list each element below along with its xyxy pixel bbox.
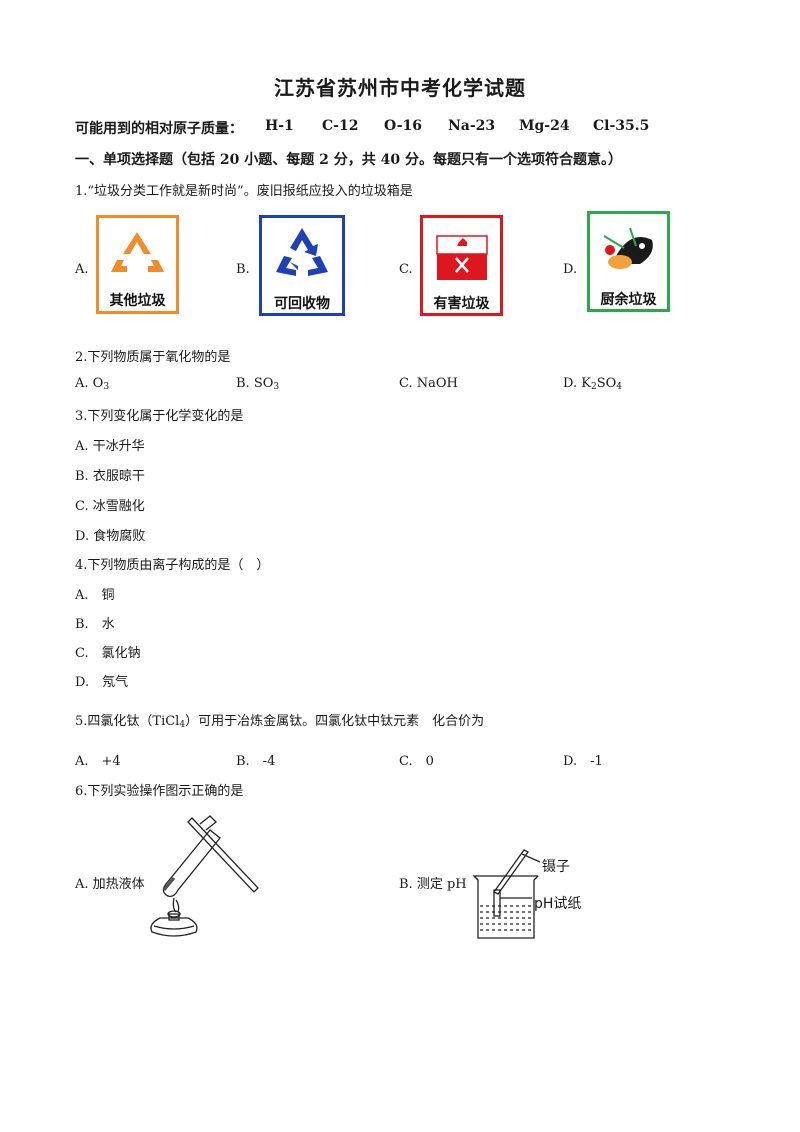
hazard-symbol-icon [436, 235, 488, 280]
q3-option-c[interactable]: C. 冰雪融化 [75, 499, 145, 514]
other-waste-bin-icon[interactable]: 其他垃圾 [96, 215, 179, 314]
q1-option-letter[interactable]: D. [563, 262, 578, 277]
q5-option-b[interactable]: B. -4 [236, 754, 276, 769]
q3-option-b[interactable]: B. 衣服晾干 [75, 469, 145, 484]
bin-label: 可回收物 [274, 296, 330, 312]
tweezers-label: 镊子 [542, 859, 570, 875]
q3-option-d[interactable]: D. 食物腐败 [75, 529, 146, 544]
atomic-mass-item: Cl-35.5 [593, 118, 650, 134]
q6-option-b[interactable]: B. 测定 pH [399, 877, 467, 892]
page-title: 江苏省苏州市中考化学试题 [274, 76, 526, 100]
question-5-text: 5.四氯化钛（TiCl4）可用于冶炼金属钛。四氯化钛中钛元素 化合价为 [75, 714, 485, 730]
atomic-mass-item: O-16 [384, 118, 423, 134]
q1-option-letter[interactable]: A. [75, 262, 89, 277]
q4-option-c[interactable]: C. 氯化钠 [75, 646, 141, 661]
q1-option-letter[interactable]: B. [236, 262, 250, 277]
q2-option-d[interactable]: D. K2SO4 [563, 376, 622, 392]
q5-option-a[interactable]: A. +4 [75, 754, 121, 769]
ph-paper-label: pH试纸 [534, 896, 582, 912]
q1-option-letter[interactable]: C. [399, 262, 413, 277]
q6-option-a[interactable]: A. 加热液体 [75, 877, 145, 892]
atomic-mass-label: 可能用到的相对原子质量： [75, 121, 243, 137]
question-6-text: 6.下列实验操作图示正确的是 [75, 784, 244, 799]
q2-option-a[interactable]: A. O3 [75, 376, 110, 392]
recyclable-bin-icon[interactable]: 可回收物 [259, 215, 345, 316]
kitchen-waste-bin-icon[interactable]: 厨余垃圾 [587, 211, 670, 312]
q5-option-c[interactable]: C. 0 [399, 754, 434, 769]
ph-measurement-figure [472, 849, 541, 939]
heating-liquid-figure [150, 815, 259, 937]
hazardous-bin-icon[interactable]: 有害垃圾 [420, 215, 503, 316]
atomic-mass-item: H-1 [265, 118, 294, 134]
q4-option-b[interactable]: B. 水 [75, 617, 115, 632]
atomic-mass-item: Mg-24 [519, 118, 570, 134]
question-3-text: 3.下列变化属于化学变化的是 [75, 409, 244, 424]
recycle-arrows-icon [111, 232, 164, 272]
section-heading: 一、单项选择题（包括 20 小题、每题 2 分，共 40 分。每题只有一个选项符… [75, 152, 622, 168]
question-2-text: 2.下列物质属于氧化物的是 [75, 350, 231, 365]
atomic-mass-item: C-12 [322, 118, 359, 134]
bin-label: 有害垃圾 [433, 296, 490, 312]
q4-option-d[interactable]: D. 氖气 [75, 675, 129, 690]
q4-option-a[interactable]: A. 铜 [75, 588, 115, 603]
q2-option-b[interactable]: B. SO3 [236, 376, 280, 392]
recycle-symbol-icon [276, 228, 328, 276]
q5-option-d[interactable]: D. -1 [563, 754, 603, 769]
question-1-text: 1.“垃圾分类工作就是新时尚”。废旧报纸应投入的垃圾箱是 [75, 184, 413, 199]
bin-label: 厨余垃圾 [600, 292, 657, 308]
food-waste-icon [603, 227, 653, 269]
bin-label: 其他垃圾 [109, 293, 166, 309]
atomic-mass-item: Na-23 [448, 118, 496, 134]
question-4-text: 4.下列物质由离子构成的是（ ） [75, 558, 270, 573]
q2-option-c[interactable]: C. NaOH [399, 376, 458, 391]
q3-option-a[interactable]: A. 干冰升华 [75, 439, 145, 454]
